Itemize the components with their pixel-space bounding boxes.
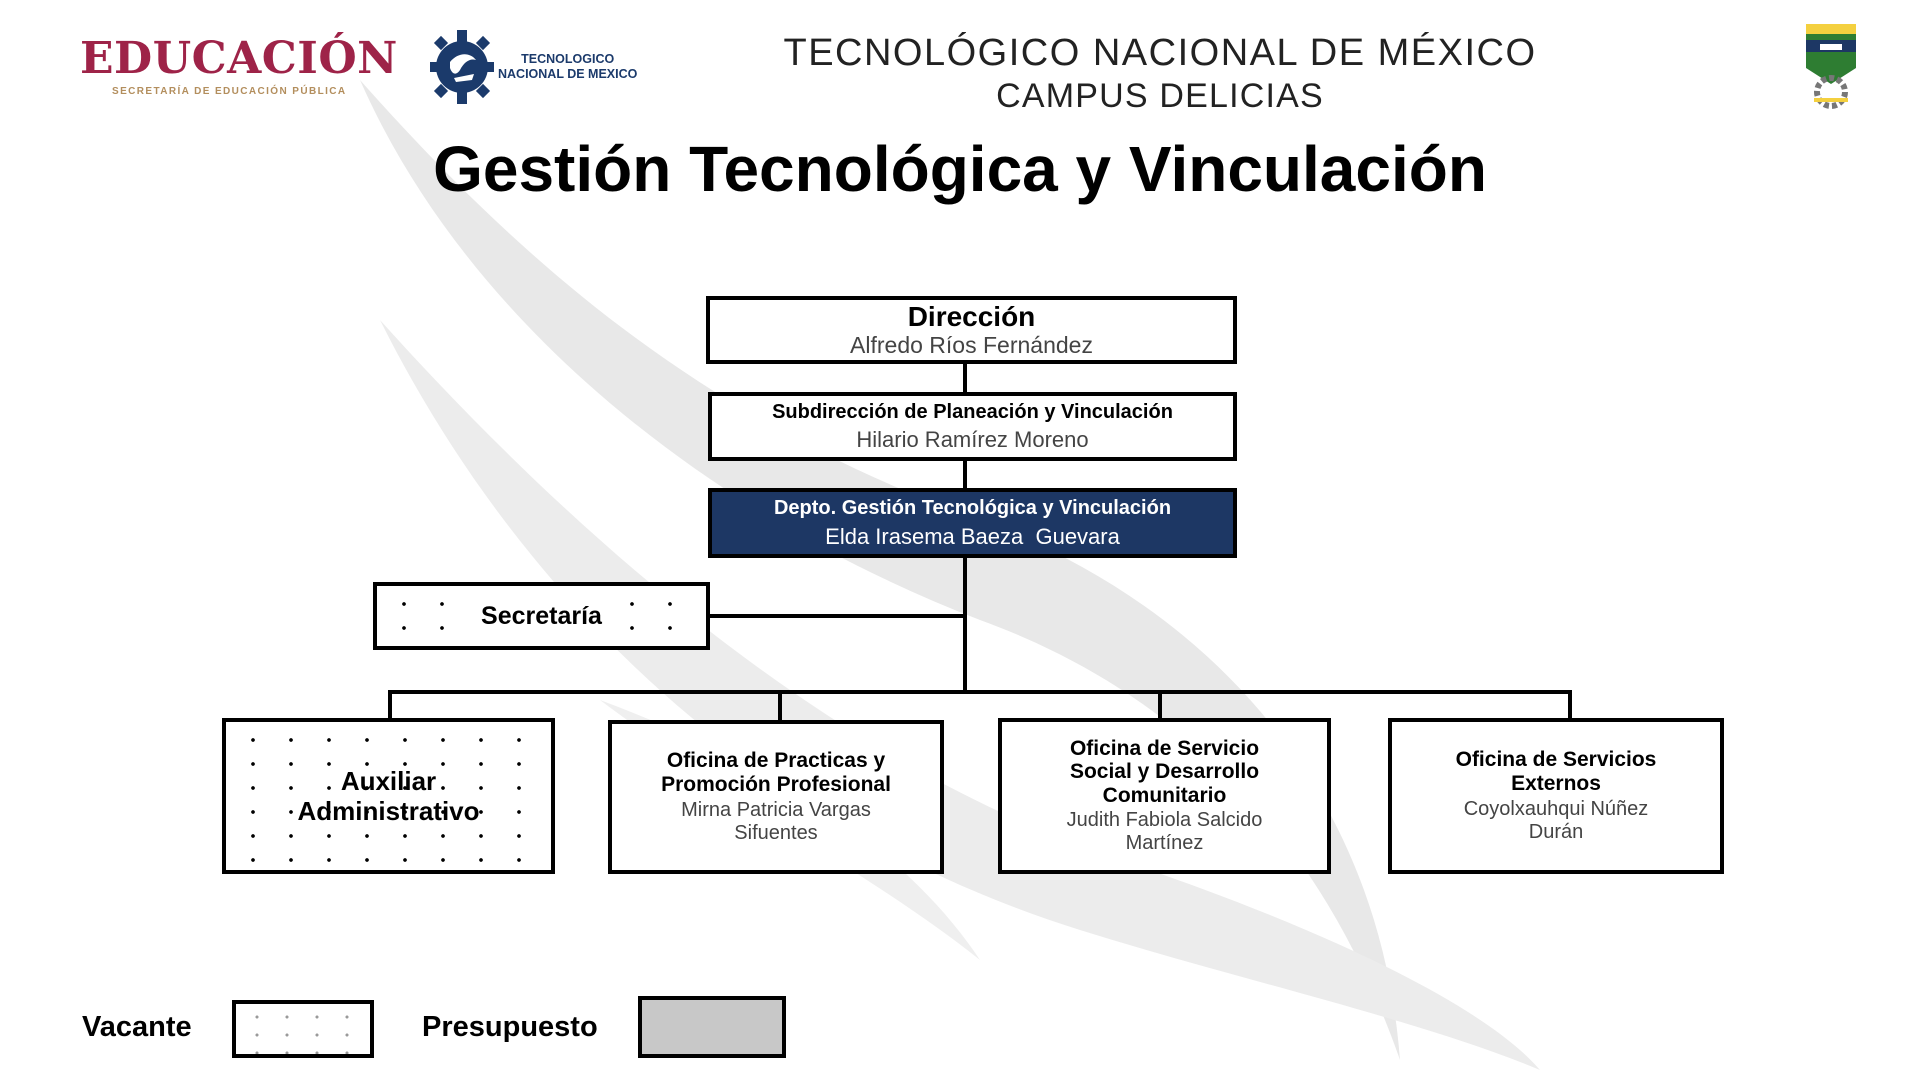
sep-logo: EDUCACIÓN SECRETARÍA DE EDUCACIÓN PÚBLIC…: [80, 33, 398, 106]
servicios-externos-title: Oficina de Servicios Externos: [1455, 748, 1657, 795]
campus-name: CAMPUS DELICIAS: [996, 77, 1324, 115]
sep-logo-text: EDUCACIÓN: [80, 33, 398, 84]
subdireccion-title: Subdirección de Planeación y Vinculación: [772, 400, 1173, 423]
org-box-secretaria: Secretaría: [373, 582, 710, 650]
servicio-social-title: Oficina de Servicio Social y Desarrollo …: [1069, 736, 1260, 807]
connector-servicio-social: [1158, 690, 1162, 722]
connector-auxiliar: [388, 690, 392, 724]
connector-trunk: [963, 556, 967, 694]
legend-presupuesto-swatch: [638, 996, 786, 1058]
departamento-name: Elda Irasema Baeza Guevara: [825, 523, 1120, 549]
org-box-servicio-social: Oficina de Servicio Social y Desarrollo …: [998, 718, 1331, 874]
direccion-title: Dirección: [907, 301, 1036, 333]
legend-vacante-swatch: [232, 1000, 374, 1058]
servicios-externos-name: Coyolxauhqui Núñez Durán: [1463, 797, 1649, 843]
tecnm-gear-icon: [430, 30, 494, 104]
org-box-auxiliar: Auxiliar Administrativo: [222, 718, 555, 874]
org-box-servicios-externos: Oficina de Servicios Externos Coyolxauhq…: [1388, 718, 1724, 874]
legend-vacante-label: Vacante: [82, 1011, 192, 1043]
institution-name: TECNOLÓGICO NACIONAL DE MÉXICO: [783, 32, 1537, 74]
servicio-social-name: Judith Fabiola Salcido Martínez: [1066, 809, 1263, 855]
secretaria-title: Secretaría: [477, 602, 606, 630]
org-box-direccion: Dirección Alfredo Ríos Fernández: [706, 296, 1237, 364]
subdireccion-name: Hilario Ramírez Moreno: [856, 427, 1089, 453]
connector-secretaria: [710, 614, 967, 618]
connector-servicios-externos: [1568, 690, 1572, 722]
departamento-title: Depto. Gestión Tecnológica y Vinculación: [773, 497, 1172, 520]
org-box-subdireccion: Subdirección de Planeación y Vinculación…: [708, 392, 1237, 461]
org-box-practicas: Oficina de Practicas y Promoción Profesi…: [608, 720, 944, 874]
practicas-title: Oficina de Practicas y Promoción Profesi…: [661, 749, 891, 796]
org-box-departamento: Depto. Gestión Tecnológica y Vinculación…: [708, 488, 1237, 558]
connector-direccion-subdireccion: [963, 362, 967, 394]
auxiliar-title: Auxiliar Administrativo: [297, 766, 480, 826]
page-title: Gestión Tecnológica y Vinculación: [433, 133, 1487, 205]
campus-crest-logo: [1800, 22, 1862, 112]
connector-practicas: [778, 690, 782, 724]
connector-horizontal-bus: [388, 690, 1572, 694]
connector-subdireccion-departamento: [963, 459, 967, 492]
tecnm-logo-text: TECNOLOGICO NACIONAL DE MEXICO: [498, 52, 638, 81]
practicas-name: Mirna Patricia Vargas Sifuentes: [681, 798, 871, 844]
tecnm-logo: TECNOLOGICO NACIONAL DE MEXICO: [430, 22, 640, 112]
direccion-name: Alfredo Ríos Fernández: [850, 332, 1093, 359]
legend-presupuesto-label: Presupuesto: [422, 1011, 598, 1043]
sep-logo-subtext: SECRETARÍA DE EDUCACIÓN PÚBLICA: [112, 86, 347, 97]
